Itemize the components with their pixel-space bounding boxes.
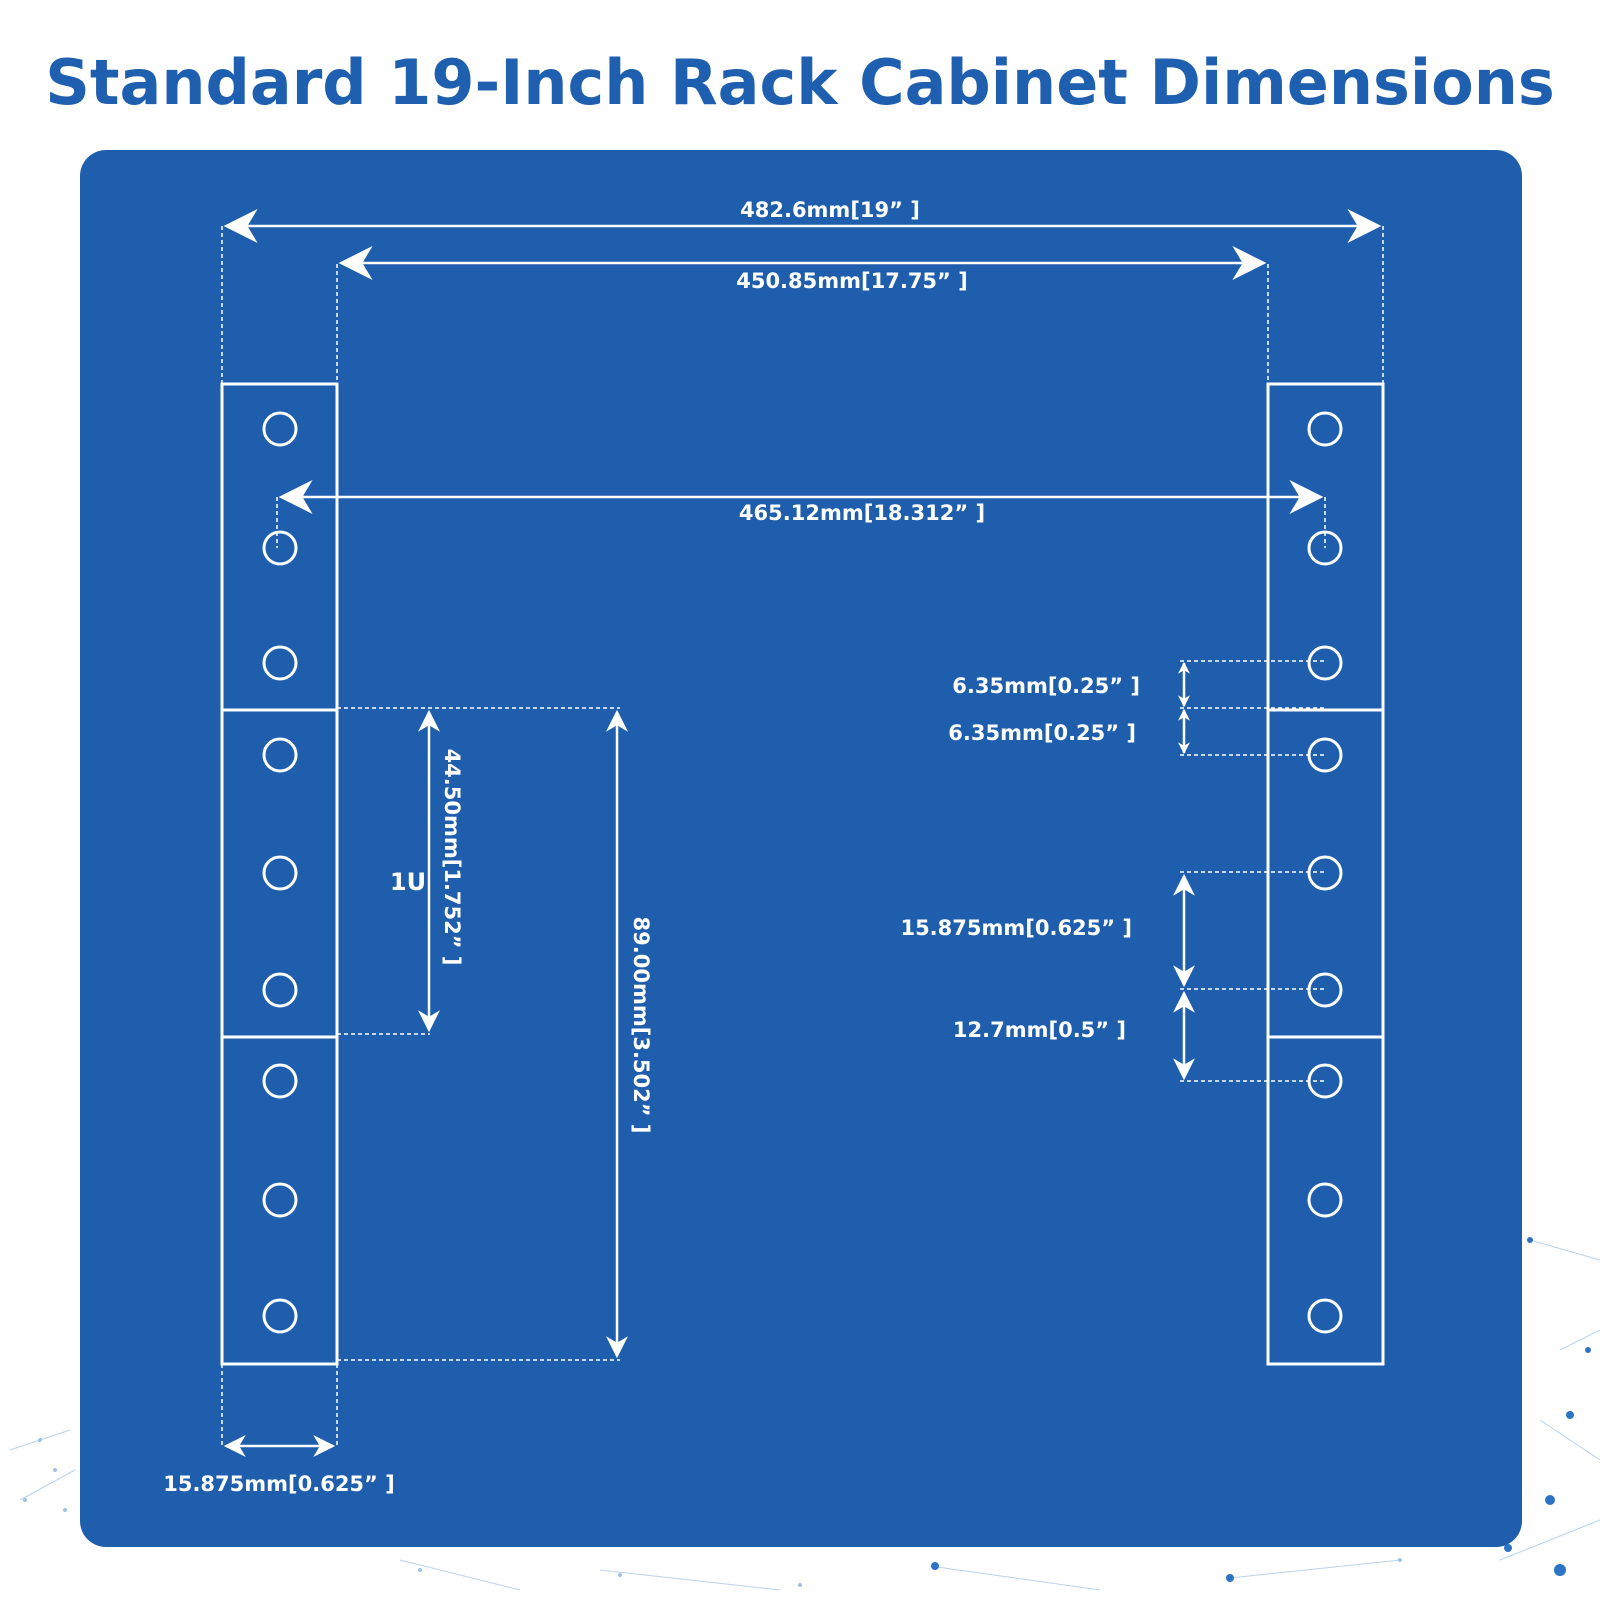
extension-lines — [221, 226, 1384, 1446]
mounting-hole — [1307, 737, 1343, 773]
hole-pitch-narrow-label: 12.7mm[0.5” ] — [953, 1018, 1126, 1042]
edge-to-hole-b-label: 6.35mm[0.25” ] — [948, 721, 1136, 745]
edge-to-hole-a-label: 6.35mm[0.25” ] — [952, 674, 1140, 698]
mounting-hole — [262, 972, 298, 1008]
mounting-hole — [1307, 530, 1343, 566]
hole-pitch-wide-label: 15.875mm[0.625” ] — [900, 916, 1132, 940]
hole-spacing-label: 465.12mm[18.312” ] — [739, 501, 985, 525]
right-rail-holes — [1307, 411, 1343, 1334]
mounting-hole — [262, 411, 298, 447]
mounting-hole — [1307, 972, 1343, 1008]
page-title: Standard 19-Inch Rack Cabinet Dimensions — [45, 46, 1555, 119]
mounting-hole — [262, 530, 298, 566]
mounting-hole — [1307, 411, 1343, 447]
overall-width-label: 482.6mm[19” ] — [740, 198, 920, 222]
mounting-hole — [262, 1298, 298, 1334]
mounting-hole — [262, 855, 298, 891]
mounting-hole — [1307, 645, 1343, 681]
left-rail — [220, 382, 339, 1366]
left-rail-holes — [262, 411, 298, 1334]
mounting-hole — [1307, 855, 1343, 891]
mounting-hole — [262, 1063, 298, 1099]
one-u-label: 1U — [390, 868, 426, 896]
mounting-hole — [262, 737, 298, 773]
one-u-height-label: 44.50mm[1.752” ] — [440, 749, 464, 966]
mounting-hole — [1307, 1182, 1343, 1218]
mounting-hole — [262, 1182, 298, 1218]
mounting-hole — [262, 645, 298, 681]
rail-width-label: 15.875mm[0.625” ] — [163, 1472, 395, 1496]
mounting-hole — [1307, 1298, 1343, 1334]
two-u-height-label: 89.00mm[3.502” ] — [629, 917, 653, 1134]
right-rail — [1266, 382, 1385, 1366]
mounting-hole — [1307, 1063, 1343, 1099]
inner-width-label: 450.85mm[17.75” ] — [736, 269, 968, 293]
